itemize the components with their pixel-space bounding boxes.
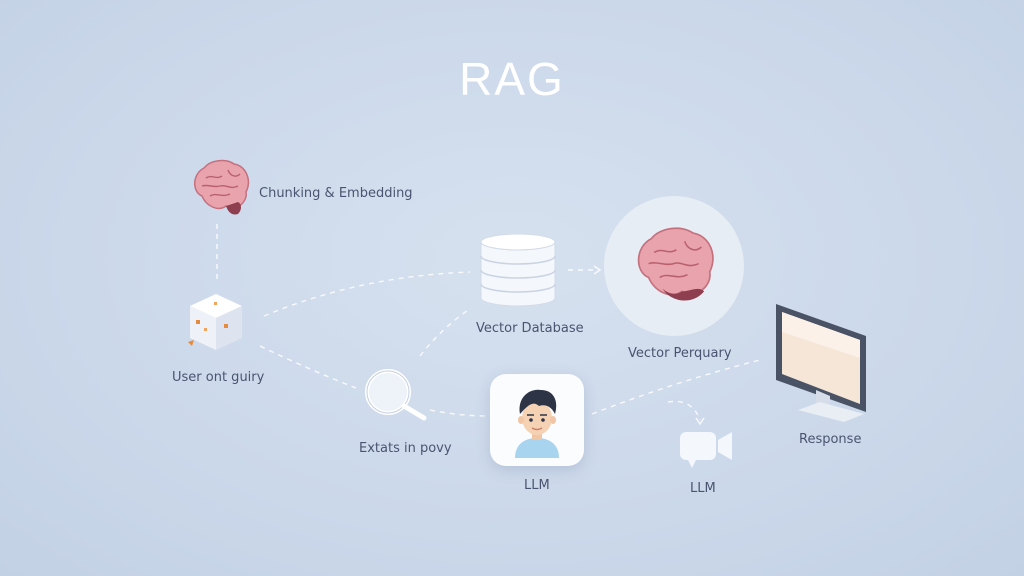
monitor-icon: [776, 304, 866, 422]
video-camera-icon: [680, 432, 732, 468]
link-search-to-database: [419, 309, 469, 357]
magnifier-icon: [365, 369, 427, 421]
link-curve-to-camera: [667, 400, 701, 421]
label-llm-secondary: LLM: [690, 481, 716, 496]
diagram-title: RAG: [459, 53, 565, 105]
link-search-to-llm: [429, 409, 489, 417]
label-vector-database: Vector Database: [476, 321, 584, 336]
arrowhead-database-vector: [593, 265, 602, 275]
label-search: Extats in povy: [359, 441, 452, 456]
label-vector-query: Vector Perquary: [628, 346, 732, 361]
link-llm-to-response: [591, 359, 761, 415]
arrowhead-camera: [695, 417, 705, 426]
link-query-to-database: [263, 271, 471, 317]
label-llm-main: LLM: [524, 478, 550, 493]
cube-icon: [188, 294, 242, 350]
label-response: Response: [799, 432, 862, 447]
person-avatar-icon: [515, 389, 559, 458]
link-query-to-search: [259, 345, 357, 389]
label-chunking: Chunking & Embedding: [259, 186, 413, 201]
brain-icon: [194, 159, 250, 215]
database-icon: [480, 233, 556, 307]
label-user-query: User ont guiry: [172, 370, 265, 385]
brain-icon: [637, 227, 714, 301]
